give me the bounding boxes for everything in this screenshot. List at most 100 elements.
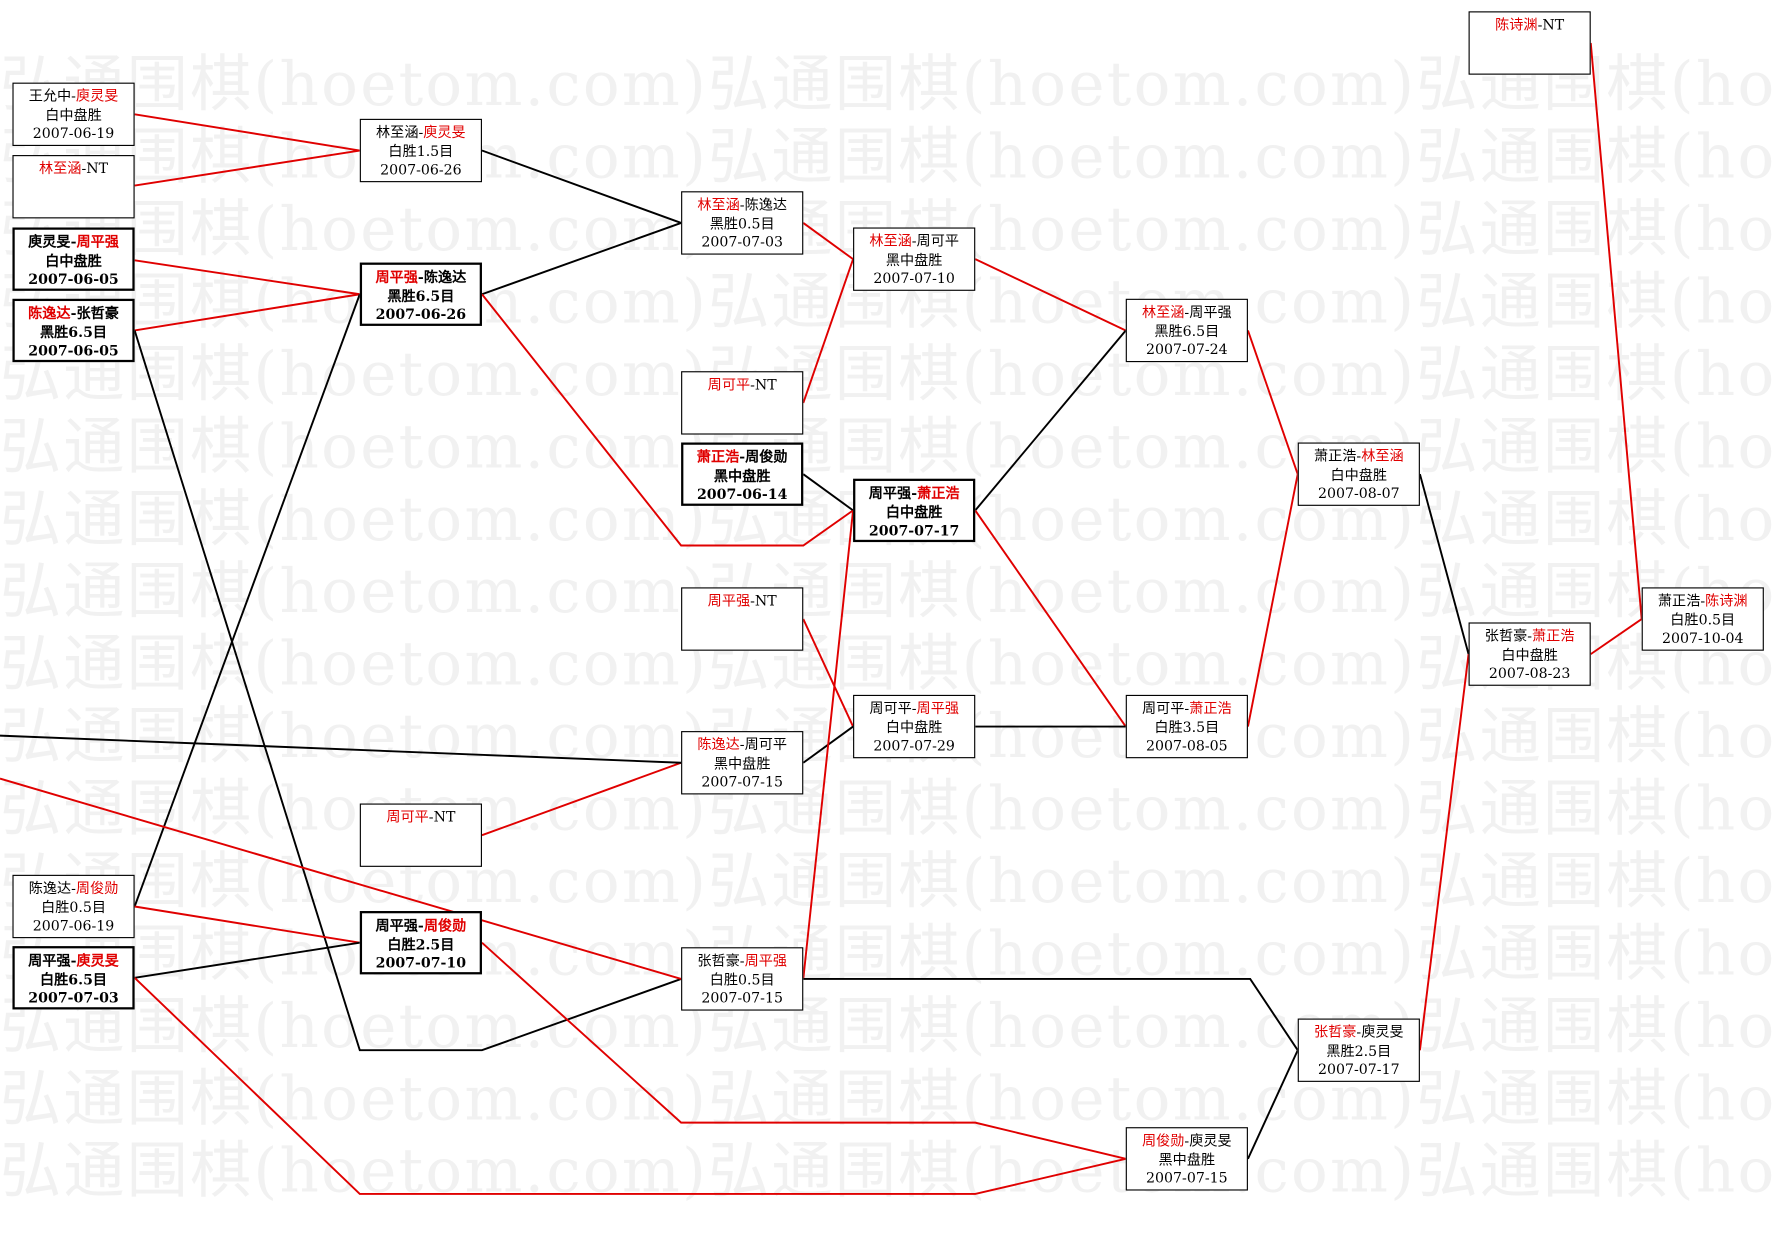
vs-dash: - xyxy=(1537,15,1543,33)
game-date: 2007-10-04 xyxy=(1661,629,1744,647)
matchup-line: 王允中-庾灵旻 xyxy=(14,87,134,106)
player-2-name: NT xyxy=(1542,15,1565,33)
vs-dash: - xyxy=(81,159,87,177)
game-result: 白中盘胜 xyxy=(885,718,943,736)
matchup-line: 林至涵-NT xyxy=(14,160,134,179)
matchup-line: 周可平-NT xyxy=(361,808,481,827)
vs-dash: - xyxy=(1356,1023,1362,1041)
bracket-connector xyxy=(802,222,854,260)
vs-dash: - xyxy=(418,123,424,141)
player-2-name: 庾灵旻 xyxy=(1189,1131,1232,1149)
matchup-line: 林至涵-周可平 xyxy=(854,232,974,251)
vs-dash: - xyxy=(70,304,77,322)
game-box-g12: 周可平-NT xyxy=(681,371,804,435)
game-date: 2007-07-03 xyxy=(28,989,119,1007)
bracket-connector xyxy=(1418,473,1470,655)
game-date: 2007-06-14 xyxy=(696,485,788,503)
vs-dash: - xyxy=(1184,699,1190,717)
vs-dash: - xyxy=(417,268,424,286)
game-result: 黑胜6.5目 xyxy=(1154,321,1220,339)
game-date: 2007-07-15 xyxy=(701,989,783,1007)
bracket-connector xyxy=(0,734,682,764)
bracket-connector xyxy=(974,329,1127,512)
game-box-g26: 陈诗渊-NT xyxy=(1468,11,1591,75)
game-date: 2007-07-29 xyxy=(873,736,955,754)
player-1-name: 陈逸达 xyxy=(28,879,72,897)
matchup-line: 萧正浩-林至涵 xyxy=(1299,447,1419,466)
player-2-name: 庾灵旻 xyxy=(75,87,119,105)
game-date: 2007-07-15 xyxy=(1146,1169,1228,1187)
game-result: 黑中盘胜 xyxy=(713,754,771,772)
player-2-name: 庾灵旻 xyxy=(1361,1023,1404,1041)
bracket-connector xyxy=(134,259,360,296)
vs-dash: - xyxy=(750,375,755,393)
player-1-name: 周可平 xyxy=(386,808,429,826)
player-2-name: NT xyxy=(86,159,109,177)
matchup-line: 周平强-陈逸达 xyxy=(362,268,480,287)
game-result: 白中盘胜 xyxy=(885,503,943,521)
vs-dash: - xyxy=(71,879,76,897)
player-2-name: 陈逸达 xyxy=(744,195,788,213)
vs-dash: - xyxy=(1184,1131,1190,1149)
player-2-name: 周平强 xyxy=(76,233,119,251)
game-result: 白中盘胜 xyxy=(1501,645,1558,663)
matchup-line: 周可平-周平强 xyxy=(854,699,974,718)
matchup-line: 陈逸达-周可平 xyxy=(682,736,802,755)
bracket-connector xyxy=(481,222,682,296)
game-result: 白中盘胜 xyxy=(1330,465,1388,483)
player-1-name: 张哲豪 xyxy=(697,951,740,969)
player-1-name: 周可平 xyxy=(869,699,912,717)
vs-dash: - xyxy=(911,699,917,717)
game-box-g9: 周可平-NT xyxy=(359,803,482,867)
bracket-connector xyxy=(1590,618,1643,655)
player-1-name: 陈逸达 xyxy=(28,304,71,322)
game-date: 2007-08-05 xyxy=(1146,736,1228,754)
game-result: 黑中盘胜 xyxy=(1158,1150,1216,1168)
game-result: 白胜0.5目 xyxy=(1670,610,1736,628)
bracket-connector xyxy=(134,941,360,979)
player-2-name: 周俊勋 xyxy=(423,916,467,934)
player-1-name: 周可平 xyxy=(1141,699,1185,717)
vs-dash: - xyxy=(1527,626,1533,644)
player-1-name: 周俊勋 xyxy=(1141,1131,1185,1149)
game-date: 2007-07-10 xyxy=(873,269,955,287)
bracket-connector xyxy=(974,258,1127,332)
vs-dash: - xyxy=(750,591,755,609)
bracket-connector xyxy=(803,977,1299,1051)
matchup-line: 周平强-NT xyxy=(682,592,802,611)
game-date: 2007-06-19 xyxy=(32,916,115,934)
bracket-connector xyxy=(1246,473,1299,727)
player-2-name: 周俊勋 xyxy=(745,448,788,466)
bracket-connector xyxy=(481,761,682,837)
player-2-name: 周平强 xyxy=(744,951,788,969)
player-2-name: NT xyxy=(433,808,456,826)
bracket-connector xyxy=(1589,42,1643,620)
bracket-connector xyxy=(481,293,854,547)
vs-dash: - xyxy=(739,195,745,213)
vs-dash: - xyxy=(911,231,917,249)
game-box-g2: 林至涵-NT xyxy=(12,155,135,219)
player-1-name: 林至涵 xyxy=(1141,303,1185,321)
bracket-connector xyxy=(974,509,1127,728)
player-1-name: 萧正浩 xyxy=(696,448,740,466)
player-1-name: 周平强 xyxy=(707,591,751,609)
game-date: 2007-08-23 xyxy=(1488,664,1571,682)
game-date: 2007-07-17 xyxy=(1318,1060,1400,1078)
player-1-name: 萧正浩 xyxy=(1313,447,1357,464)
game-result: 黑胜6.5目 xyxy=(387,286,455,304)
vs-dash: - xyxy=(911,484,918,502)
game-result: 白中盘胜 xyxy=(45,251,102,269)
bracket-connector xyxy=(133,293,361,907)
matchup-line: 陈诗渊-NT xyxy=(1470,16,1590,35)
player-2-name: 萧正浩 xyxy=(1532,626,1575,644)
matchup-line: 周平强-周俊勋 xyxy=(362,917,480,936)
bracket-connector xyxy=(133,330,682,1052)
